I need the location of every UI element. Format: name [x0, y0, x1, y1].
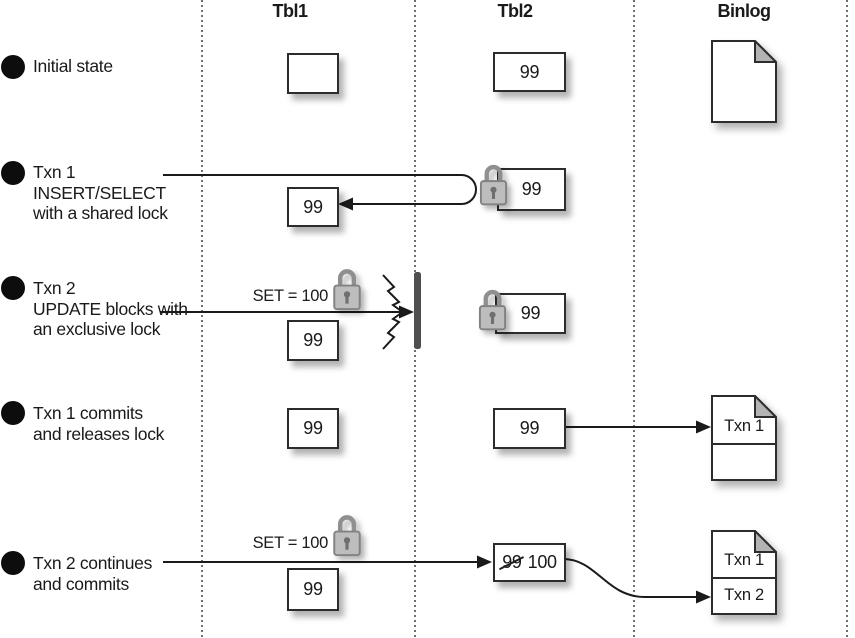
document-icon [711, 395, 777, 481]
row-label-line: Txn 2 continues [33, 553, 153, 573]
binlog-entry: Txn 1 [724, 551, 764, 569]
tbl2-initial-box: 99 [493, 52, 566, 92]
tbl1-commit1-box: 99 [287, 408, 339, 449]
txn1-select-arrowhead [338, 197, 353, 211]
lock-icon-txn1-tbl2 [479, 164, 508, 206]
row-bullet-txn2-continues [1, 551, 25, 575]
blocked-lightning-top-icon [382, 274, 405, 314]
binlog-document-txn1: Txn 1 [711, 395, 777, 481]
tbl1-initial-box [287, 53, 339, 94]
txn2-commit-arrow-curve [562, 558, 697, 598]
column-header-binlog: Binlog [717, 1, 772, 21]
tbl1-blocked-box: 99 [287, 320, 339, 361]
column-header-tbl2: Tbl2 [497, 1, 533, 21]
row-label-line: and releases lock [33, 423, 165, 444]
cell-value: 99 [519, 61, 540, 82]
binlog-entry: Txn 1 [724, 417, 764, 435]
txn2-commit-arrowhead [696, 590, 711, 604]
old-value-struck: 99 [502, 552, 522, 572]
tbl2-txn2-updated-box: 99 100 [493, 543, 566, 582]
tbl2-commit1-box: 99 [493, 408, 566, 449]
blocked-lightning-bottom-icon [382, 310, 405, 350]
cell-value: 99 [303, 579, 323, 599]
binlog-document-empty [711, 40, 777, 123]
row-label-txn1-select: Txn 1 INSERT/SELECT with a shared lock [33, 162, 168, 224]
row-label-line: an exclusive lock [33, 319, 161, 339]
set-100-annotation-blocked: SET = 100 [252, 287, 329, 305]
row-label-line: Txn 2 [33, 278, 76, 298]
column-header-tbl1: Tbl1 [272, 1, 308, 21]
set-100-annotation-continue: SET = 100 [252, 534, 329, 552]
cell-value: 99 [303, 330, 323, 350]
row-label-line: Txn 1 [33, 162, 76, 182]
document-icon [711, 530, 777, 615]
row-label-txn2-continues: Txn 2 continues and commits [33, 553, 152, 594]
row-label-line: and commits [33, 573, 129, 594]
row-label-line: INSERT/SELECT [33, 182, 166, 203]
row-bullet-txn1-select [1, 161, 25, 185]
lock-icon-blocked-tbl2 [478, 289, 507, 331]
tbl2-txn1-locked-box: 99 [497, 168, 566, 211]
document-icon [711, 40, 777, 123]
column-separator-4 [846, 0, 848, 638]
row-label-line: Initial state [33, 56, 113, 76]
cell-value: 99 [519, 418, 540, 438]
column-separator-3 [633, 0, 635, 638]
tbl1-txn1-box: 99 [287, 187, 339, 227]
new-value: 100 [527, 552, 557, 572]
row-bullet-txn2-blocked [1, 276, 25, 300]
txn1-commit-arrowhead [696, 420, 711, 434]
row-label-line: UPDATE blocks with [33, 298, 188, 319]
row-label-line: Txn 1 commits [33, 403, 143, 423]
txn2-continue-arrowhead [477, 555, 492, 569]
binlog-document-txn1-txn2: Txn 1 Txn 2 [711, 530, 777, 615]
row-label-txn1-commits: Txn 1 commits and releases lock [33, 403, 164, 444]
cell-value: 99 [303, 196, 323, 217]
cell-value: 99 [303, 418, 323, 438]
column-separator-1 [201, 0, 203, 638]
tbl1-txn2-box: 99 [287, 568, 339, 611]
lock-icon-set100-blocked [333, 269, 361, 311]
row-label-txn2-blocked: Txn 2 UPDATE blocks with an exclusive lo… [33, 278, 188, 340]
row-label-line: with a shared lock [33, 203, 168, 223]
row-bullet-initial-state [1, 55, 25, 79]
txn2-blocked-arrowhead [399, 305, 414, 319]
tbl2-blocked-locked-box: 99 [495, 293, 566, 334]
column-separator-2 [414, 0, 416, 638]
lock-icon-set100-continue [333, 515, 361, 557]
binlog-entry: Txn 2 [724, 586, 764, 604]
row-bullet-txn1-commits [1, 401, 25, 425]
cell-value: 99 [521, 179, 542, 199]
row-label-initial-state: Initial state [33, 56, 113, 77]
cell-value: 99 [520, 303, 541, 323]
